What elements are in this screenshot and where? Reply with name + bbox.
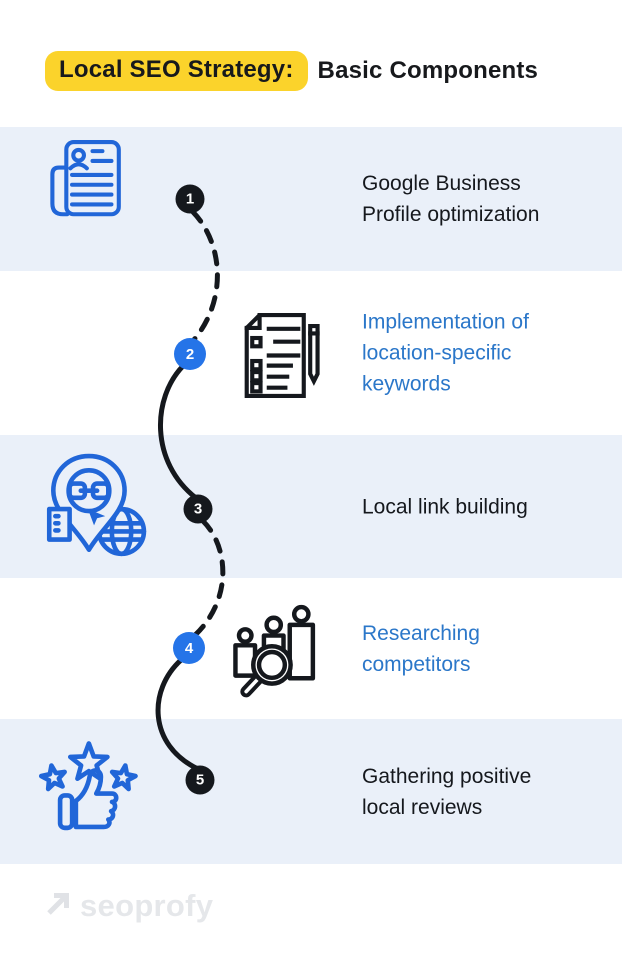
step-label-2: Implementation of location-specific keyw… xyxy=(362,310,529,396)
seoprofy-logo: seoprofy xyxy=(45,888,213,924)
header: Local SEO Strategy: Basic Components xyxy=(0,0,622,127)
step-row-5: Gathering positive local reviews xyxy=(0,719,622,864)
step-row-4: Researching competitors xyxy=(0,578,622,719)
step-number-5: 5 xyxy=(185,765,215,795)
title-highlight: Local SEO Strategy: xyxy=(45,50,308,91)
step-label-4: Researching competitors xyxy=(362,621,480,676)
step-row-2: Implementation of location-specific keyw… xyxy=(0,271,622,435)
arrow-up-right-icon xyxy=(45,891,71,922)
checklist-pen-icon xyxy=(232,308,324,408)
step-row-3: Local link building xyxy=(0,435,622,578)
step-number-2: 2 xyxy=(174,338,206,370)
logo-text: seoprofy xyxy=(80,888,214,923)
step-row-1: Google Business Profile optimization xyxy=(0,127,622,271)
step-number-4: 4 xyxy=(173,632,205,664)
title-rest: Basic Components xyxy=(317,56,539,84)
step-label-5: Gathering positive local reviews xyxy=(362,764,532,819)
profile-document-icon xyxy=(45,129,127,234)
step-number-1: 1 xyxy=(175,184,205,214)
step-label-1: Google Business Profile optimization xyxy=(362,172,540,226)
page-title: Local SEO Strategy: Basic Components xyxy=(45,50,539,91)
competitors-magnifier-icon xyxy=(231,598,320,703)
thumbs-up-stars-icon xyxy=(36,734,138,847)
step-number-3: 3 xyxy=(183,494,213,524)
step-label-3: Local link building xyxy=(362,495,528,518)
location-pin-link-globe-icon xyxy=(36,451,148,568)
footer: seoprofy xyxy=(0,864,622,971)
